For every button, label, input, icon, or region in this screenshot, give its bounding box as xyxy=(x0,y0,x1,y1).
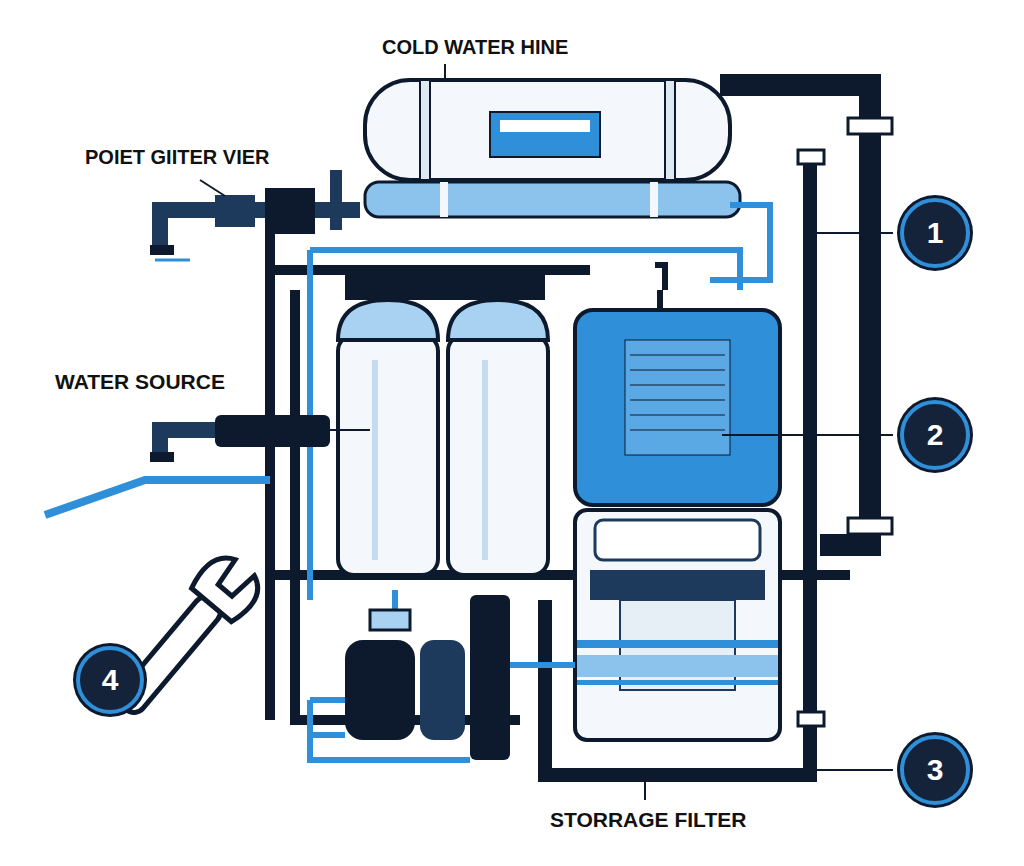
callout-number: 4 xyxy=(102,665,119,695)
callout-number: 3 xyxy=(927,755,944,785)
callout-circle: 1 xyxy=(900,198,970,268)
callout-number: 2 xyxy=(927,420,944,450)
callout-circle: 2 xyxy=(900,400,970,470)
part-label: POIET GIITER VIER xyxy=(82,146,272,169)
part-label: WATER SOURCE xyxy=(52,370,228,394)
part-label: COLD WATER HINE xyxy=(379,36,571,59)
callout-circle: 3 xyxy=(900,735,970,805)
callout-circle: 4 xyxy=(76,646,144,714)
callout-number: 1 xyxy=(927,218,944,248)
part-label: STORRAGE FILTER xyxy=(547,808,749,832)
